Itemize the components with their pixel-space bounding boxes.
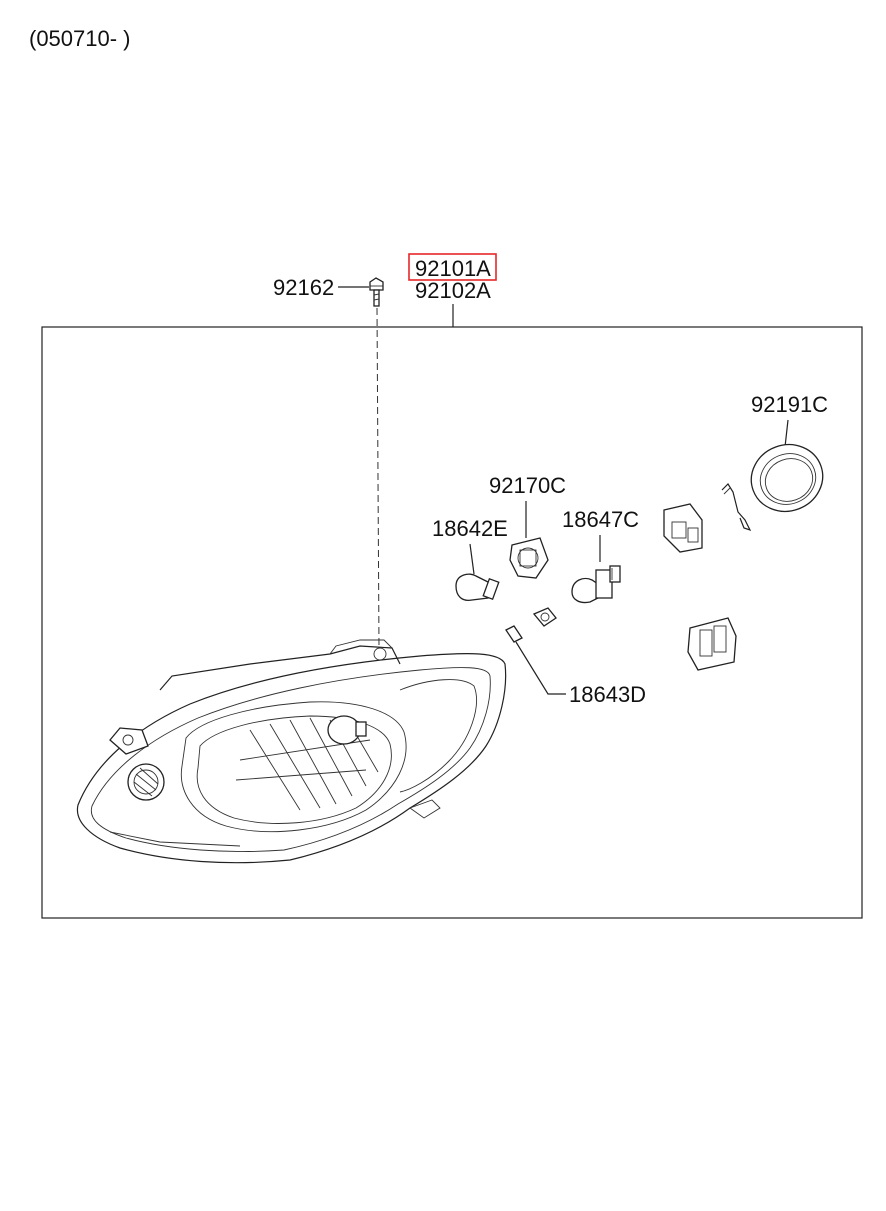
dust-cap-ring-icon [750,443,824,513]
callout-18642e[interactable]: 18642E [432,516,508,541]
callout-92162[interactable]: 92162 [273,275,334,300]
bulb-socket-icon [509,537,549,579]
leader-18643d [515,641,566,695]
callout-92170c[interactable]: 92170C [489,473,566,498]
callout-92102a[interactable]: 92102A [415,278,491,303]
wiring-harness-icon [635,498,737,671]
spring-clip-icon [721,483,752,532]
callout-18643d[interactable]: 18643D [569,682,646,707]
headlamp-housing-icon [76,639,507,864]
turn-signal-bulb-icon [455,573,500,602]
leader-92191c [784,419,789,448]
leader-18642e [469,543,475,575]
highlight-box [408,253,497,281]
screw-icon [369,277,384,307]
date-code-label: (050710- ) [29,26,131,51]
screw-axis-line [376,307,380,649]
assembly-frame [41,326,863,919]
callout-92101a[interactable]: 92101A [415,256,491,281]
headlamp-bulb-icon [571,565,621,604]
callout-18647c[interactable]: 18647C [562,507,639,532]
callout-92191c[interactable]: 92191C [751,392,828,417]
parking-bulb-icon [505,607,557,643]
